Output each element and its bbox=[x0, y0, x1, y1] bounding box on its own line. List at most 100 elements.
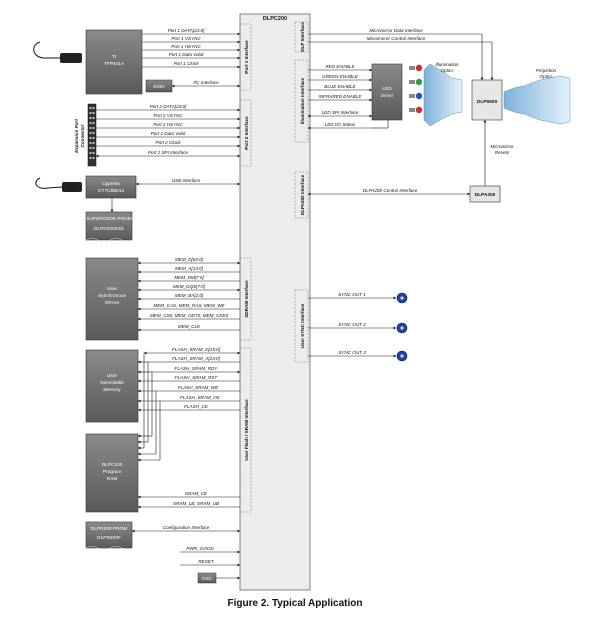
label-pwr-good: PWR_GOOD bbox=[186, 546, 214, 551]
label-i2c: I²C Interface bbox=[193, 80, 219, 85]
dlp-interface-box bbox=[294, 21, 309, 53]
label-dlpa-ctrl: DLPA200 Control Interface bbox=[363, 188, 418, 193]
expansion-port-label: Expansion Port bbox=[74, 119, 79, 153]
label-mem-dqs: MEM_DQS[7:0] bbox=[173, 284, 206, 289]
led-driver-block bbox=[371, 63, 403, 121]
sync-interface-label: User SYNC Interface bbox=[300, 303, 305, 348]
label-mem-cs: MEM_CS0, MEM_ODT0, MEM_CKE0 bbox=[150, 313, 229, 318]
label-p1-de: Port 1 Data Valid bbox=[169, 52, 204, 57]
label-mirror-reset-2: Resets bbox=[495, 150, 510, 155]
label-mem-clk: MEM_CLK bbox=[178, 324, 201, 329]
illumination-optics-label-2: Optics bbox=[440, 68, 454, 73]
right-signal-labels: Micromirror Data Interface Micromirror C… bbox=[319, 28, 515, 355]
pram-block bbox=[85, 433, 139, 513]
sync-interface-box bbox=[294, 289, 309, 363]
projection-optics-label-1: Projection bbox=[536, 68, 557, 73]
label-flash-a: FLASH_SRAM_A[23:0] bbox=[172, 356, 220, 361]
right-signal-lines bbox=[307, 33, 494, 358]
label-mirror-reset-1: Micromirror bbox=[490, 144, 514, 149]
label-p2-hsync: Port 2 HSYNC bbox=[153, 122, 183, 127]
usb-cable bbox=[35, 177, 63, 189]
illumination-optics-label-1: Illumination bbox=[435, 62, 459, 67]
illumination-optics-shape bbox=[423, 63, 463, 127]
sdram-block bbox=[85, 257, 139, 341]
label-sram-ce: SRAM_CE bbox=[185, 491, 208, 496]
dlp5500-label: DLP5500 bbox=[477, 99, 498, 105]
label-p2-data: Port 2 DATA[23:0] bbox=[150, 104, 187, 109]
label-flash-dq: FLASH_SRAM_D[15:0] bbox=[172, 347, 221, 352]
eeprom1-label-1: SUPERCEDE PROM bbox=[86, 216, 132, 222]
label-p2-clk: Port 2 Clock bbox=[155, 140, 181, 145]
nvm-block bbox=[85, 349, 139, 423]
sdram-label-1: User bbox=[107, 286, 118, 292]
label-p2-de: Port 2 Data Valid bbox=[151, 131, 186, 136]
cypress-block bbox=[85, 175, 137, 199]
nvm-label-2: Nonvolatile bbox=[100, 380, 124, 386]
label-p2-spi: Port 2 SPI Interface bbox=[148, 150, 189, 155]
sdram-label-3: DRAM bbox=[105, 300, 119, 306]
hdmi-connector-icon bbox=[60, 53, 82, 63]
label-p1-clk: Port 1 Clock bbox=[173, 61, 199, 66]
pram-label-1: DLPC200 bbox=[102, 462, 123, 468]
sdram-interface-label: SDRAM Interface bbox=[244, 280, 249, 318]
label-flash-we: FLASH_SRAM_WE bbox=[178, 385, 220, 390]
dlp-interface-label: DLP Interface bbox=[300, 22, 305, 52]
label-mirror-data: Micromirror Data Interface bbox=[369, 28, 423, 33]
nvm-label-3: Memory bbox=[103, 387, 121, 393]
eeprom2-label-2: DLPR200F bbox=[97, 535, 121, 541]
usb-connector-icon bbox=[62, 182, 82, 192]
label-p1-vsync: Port 1 VSYNC bbox=[171, 36, 201, 41]
label-led-status: LED I/O Status bbox=[325, 122, 356, 127]
sdram-label-2: Synchronous bbox=[98, 293, 127, 299]
label-p1-data: Port 1 DATA[23:0] bbox=[168, 28, 205, 33]
label-mem-ctl: MEM_CAS, MEM_RAS, MEM_WE bbox=[153, 303, 225, 308]
left-signal-lines bbox=[95, 32, 241, 580]
label-reset: RESET bbox=[198, 559, 215, 564]
dlp5500-block bbox=[471, 79, 503, 121]
label-flash-rdy: FLASH_SRAM_RDY bbox=[175, 366, 219, 371]
eeprom2-block bbox=[85, 521, 133, 549]
edid-label: EDID bbox=[153, 84, 165, 90]
cypress-label-2: CY7C68013 bbox=[98, 188, 124, 194]
flash-interface-label: User Flash / SRAM Interface bbox=[244, 399, 249, 461]
label-red-en: RED ENABLE bbox=[325, 64, 355, 69]
led-driver-label-1: LED bbox=[382, 86, 392, 92]
label-p2-vsync: Port 2 VSYNC bbox=[153, 113, 183, 118]
label-flash-oe: FLASH_SRAM_OE bbox=[180, 395, 221, 400]
label-mem-dq: MEM_D[63:0] bbox=[175, 257, 204, 262]
port2-interface-label: Port 2 Interface bbox=[244, 116, 249, 150]
label-ir-en: INFRARED ENABLE bbox=[319, 94, 363, 99]
led-array bbox=[409, 64, 423, 114]
tfp401a-label-2: TFP401A bbox=[104, 61, 125, 67]
eeprom1-label-2: DLPR200/001 bbox=[94, 226, 124, 232]
port1-interface-label: Port 1 Interface bbox=[244, 40, 249, 74]
label-led-spi: LED SPI Interface bbox=[322, 110, 359, 115]
usb-connector-label: usb bbox=[69, 185, 76, 190]
tfp401a-block bbox=[85, 29, 143, 95]
label-sync2: SYNC OUT 2 bbox=[338, 322, 366, 327]
eeprom2-label-1: DLPR200 PROM bbox=[91, 526, 128, 532]
cypress-label-1: Cypress bbox=[102, 181, 120, 187]
illumination-interface-box bbox=[294, 59, 309, 143]
projection-optics-label-2: Optics bbox=[539, 74, 553, 79]
illumination-interface-label: Illumination Interface bbox=[300, 77, 305, 124]
expansion-port-connector bbox=[87, 103, 97, 167]
expansion-port-pins bbox=[89, 107, 95, 159]
label-mem-dm: MEM_DM[7:0] bbox=[174, 275, 204, 280]
figure-caption: Figure 2. Typical Application bbox=[227, 598, 363, 609]
label-usb: USB Interface bbox=[172, 178, 201, 183]
dlpa200-label: DLPA200 bbox=[475, 192, 496, 198]
osc-label: OSC bbox=[202, 576, 213, 582]
projection-optics-shape bbox=[503, 75, 571, 125]
label-green-en: GREEN ENABLE bbox=[322, 74, 359, 79]
label-p1-hsync: Port 1 HSYNC bbox=[171, 44, 201, 49]
flash-interface-box bbox=[239, 347, 252, 513]
label-blue-en: BLUE ENABLE bbox=[324, 84, 356, 89]
label-config: Configuration Interface bbox=[163, 525, 210, 530]
eeprom1-block bbox=[85, 211, 133, 241]
hdmi-connector-label: dvi bbox=[68, 56, 73, 61]
label-sram-lb: SRAM_LB, SRAM_UB bbox=[173, 501, 219, 506]
led-driver-label-2: Driver bbox=[381, 93, 394, 99]
expansion-port-label-2: Connector bbox=[80, 124, 85, 147]
